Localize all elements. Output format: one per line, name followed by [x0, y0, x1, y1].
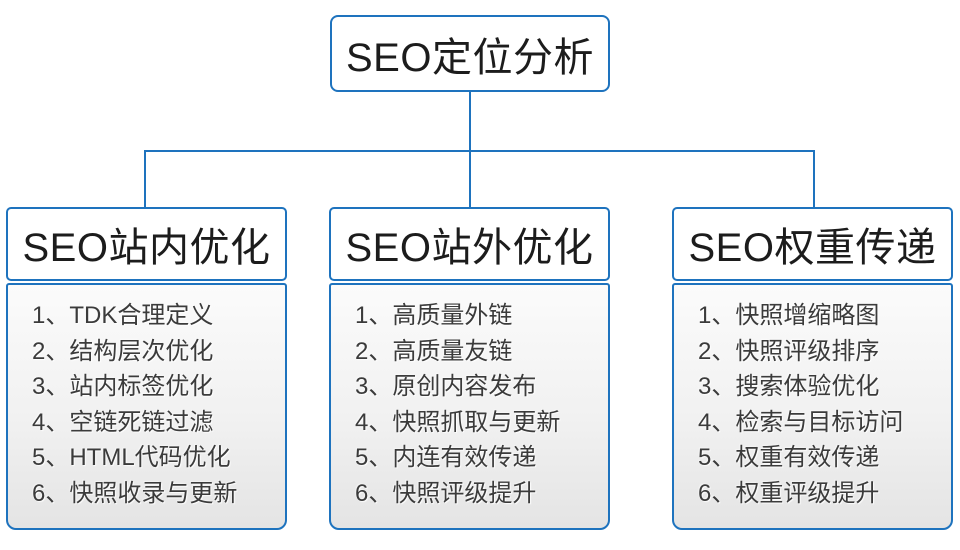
column-onsite-title: SEO站内优化: [22, 226, 271, 270]
list-item: 2、高质量友链: [355, 337, 513, 365]
column-weight-list: 1、快照增缩略图 2、快照评级排序 3、搜索体验优化 4、检索与目标访问 5、权…: [672, 283, 953, 530]
list-item: 5、HTML代码优化: [32, 444, 231, 471]
column-offsite-list: 1、高质量外链 2、高质量友链 3、原创内容发布 4、快照抓取与更新 5、内连有…: [329, 283, 610, 530]
list-item: 5、内连有效传递: [355, 444, 537, 471]
list-item: 2、快照评级排序: [698, 337, 880, 365]
list-item: 6、快照收录与更新: [32, 479, 238, 507]
list-item: 4、检索与目标访问: [698, 408, 904, 436]
list-item: 4、空链死链过滤: [32, 408, 214, 436]
connector-root-stem: [469, 92, 471, 152]
column-offsite-title: SEO站外优化: [345, 226, 594, 270]
column-weight-title: SEO权重传递: [688, 226, 937, 270]
list-item: 3、站内标签优化: [32, 373, 214, 400]
root-node: SEO定位分析: [330, 15, 610, 92]
list-item: 2、结构层次优化: [32, 337, 214, 365]
list-item: 1、TDK合理定义: [32, 302, 214, 329]
list-item: 1、高质量外链: [355, 302, 513, 329]
column-weight-transfer: SEO权重传递 1、快照增缩略图 2、快照评级排序 3、搜索体验优化 4、检索与…: [672, 207, 953, 530]
column-offsite-header: SEO站外优化: [329, 207, 610, 281]
list-item: 3、搜索体验优化: [698, 373, 880, 400]
column-weight-header: SEO权重传递: [672, 207, 953, 281]
list-item: 6、权重评级提升: [698, 479, 880, 507]
list-item: 3、原创内容发布: [355, 373, 537, 400]
root-node-title: SEO定位分析: [346, 35, 594, 80]
connector-drop-left: [144, 150, 146, 207]
list-item: 5、权重有效传递: [698, 444, 880, 471]
list-item: 1、快照增缩略图: [698, 302, 880, 329]
list-item: 4、快照抓取与更新: [355, 408, 561, 436]
connector-horizontal-bar: [144, 150, 815, 152]
column-onsite-optimization: SEO站内优化 1、TDK合理定义 2、结构层次优化 3、站内标签优化 4、空链…: [6, 207, 287, 530]
connector-drop-center: [469, 150, 471, 207]
list-item: 6、快照评级提升: [355, 479, 537, 507]
column-offsite-optimization: SEO站外优化 1、高质量外链 2、高质量友链 3、原创内容发布 4、快照抓取与…: [329, 207, 610, 530]
column-onsite-list: 1、TDK合理定义 2、结构层次优化 3、站内标签优化 4、空链死链过滤 5、H…: [6, 283, 287, 530]
connector-drop-right: [813, 150, 815, 207]
column-onsite-header: SEO站内优化: [6, 207, 287, 281]
